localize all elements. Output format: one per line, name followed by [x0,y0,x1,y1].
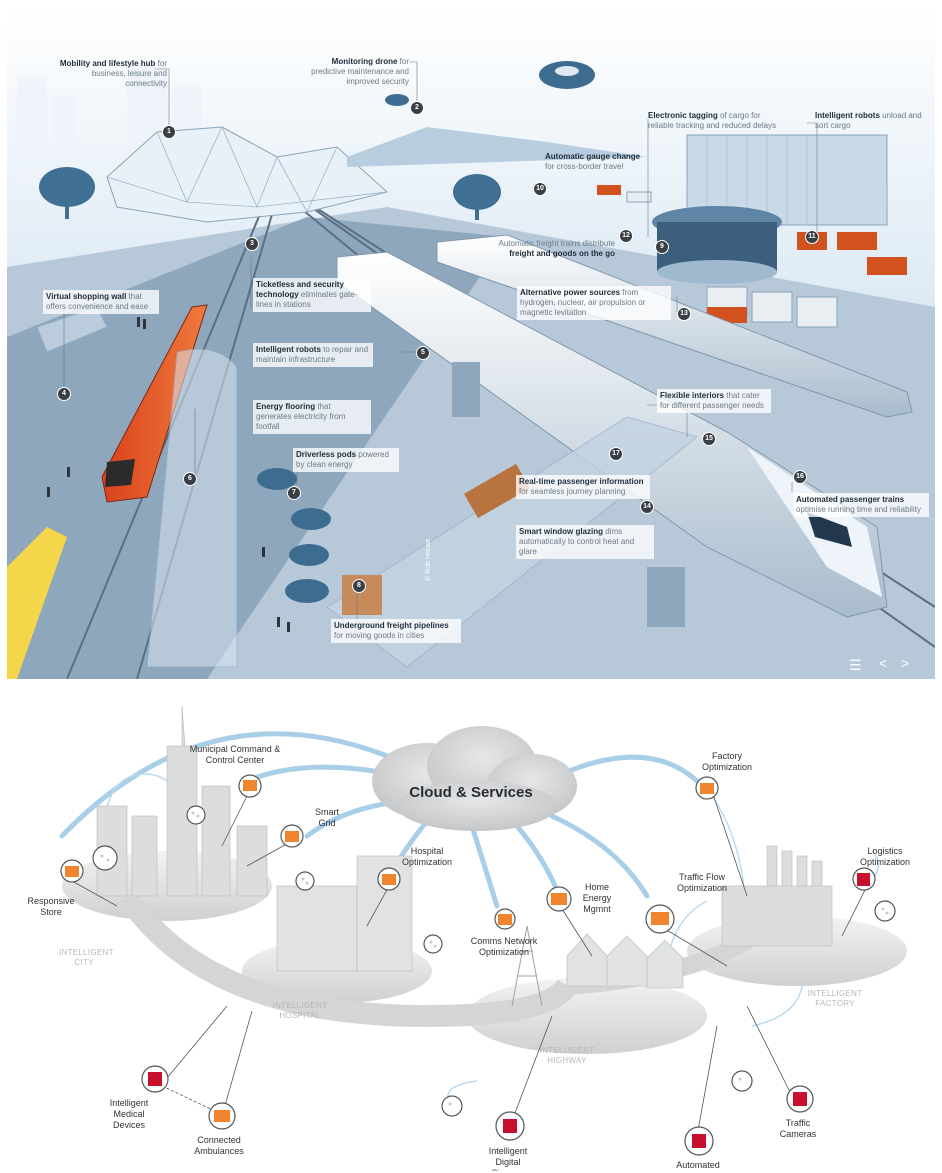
zone-intelligent-factory: INTELLIGENT FACTORY [807,989,863,1008]
prev-arrow[interactable]: < [879,655,888,671]
caption-smart-glazing: Smart window glazing dims automatically … [516,525,654,559]
rail-scene-illustration [7,7,935,679]
marker-9: 9 [655,240,669,254]
caption-driverless-pods: Driverless pods powered by clean energy [293,448,399,472]
caption-flexible-interiors: Flexible interiors that cater for differ… [657,389,771,413]
rail-infographic: Mobility and lifestyle hub for business,… [7,7,935,679]
caption-ticketless: Ticketless and security technology elimi… [253,278,371,312]
marker-4: 4 [57,387,71,401]
label-logistics-optimization: Logistics Optimization [859,846,911,867]
marker-14: 14 [640,500,654,514]
label-municipal: Municipal Command & Control Center [189,744,281,765]
caption-electronic-tagging: Electronic tagging of cargo for reliable… [648,111,777,130]
caption-shopping-wall: Virtual shopping wall that offers conven… [43,290,159,314]
label-medical-devices: Intelligent Medical Devices [109,1098,149,1130]
marker-2: 2 [410,101,424,115]
label-smart-grid: Smart Grid [314,807,339,828]
zone-intelligent-hospital: INTELLIGENT HOSPITAL [272,1001,328,1020]
caption-mobility-hub: Mobility and lifestyle hub for business,… [59,59,167,88]
marker-11: 11 [805,230,819,244]
caption-repair-robots: Intelligent robots to repair and maintai… [253,343,373,367]
marker-12: 12 [619,229,633,243]
zone-intelligent-highway: INTELLIGENT HIGHWAY [539,1046,595,1065]
image-credit: © Rob House [425,538,432,581]
caption-energy-flooring: Energy flooring that generates electrici… [253,400,371,434]
zone-intelligent-city: INTELLIGENT CITY [59,948,114,967]
caption-freight-trains: Automatic freight trains distribute frei… [498,239,616,258]
marker-6: 6 [183,472,197,486]
next-arrow[interactable]: > [901,655,910,671]
caption-passenger-info: Real-time passenger information for seam… [516,475,650,499]
marker-10: 10 [533,182,547,196]
marker-16: 16 [793,470,807,484]
label-connected-ambulances: Connected Ambulances [194,1135,244,1156]
marker-1: 1 [162,125,176,139]
marker-8: 8 [352,579,366,593]
list-icon[interactable]: ☰ [849,657,862,673]
label-traffic-cameras: Traffic Cameras [779,1118,817,1139]
marker-5: 5 [416,346,430,360]
label-comms-network: Comms Network Optimization [470,936,538,957]
caption-monitoring-drone: Monitoring drone for predictive maintena… [311,57,409,86]
smart-city-diagram: Cloud & Services Municipal Command & Con… [7,686,935,1171]
cloud-services-label: Cloud & Services [409,784,533,801]
marker-15: 15 [702,432,716,446]
marker-13: 13 [677,307,691,321]
marker-3: 3 [245,237,259,251]
marker-17: 17 [609,447,623,461]
caption-cargo-robots: Intelligent robots unload and sort cargo [815,111,922,130]
label-digital-signage: Intelligent Digital Signage [488,1146,528,1171]
caption-power-sources: Alternative power sources from hydrogen,… [517,286,671,320]
label-responsive-store: Responsive Store [27,896,75,917]
smart-city-illustration [59,705,907,1156]
caption-gauge-change: Automatic gauge change for cross-border … [545,152,641,171]
caption-freight-pipelines: Underground freight pipelines for moving… [331,619,461,643]
label-hospital-optimization: Hospital Optimization [401,846,453,867]
label-traffic-flow: Traffic Flow Optimization [676,872,728,893]
label-factory-optimization: Factory Optimization [701,751,753,772]
label-automated-car: Automated Car System [676,1160,720,1170]
caption-automated-trains: Automated passenger trains optimise runn… [793,493,929,517]
marker-7: 7 [287,486,301,500]
label-home-energy: Home Energy Mgmnt [582,882,612,914]
